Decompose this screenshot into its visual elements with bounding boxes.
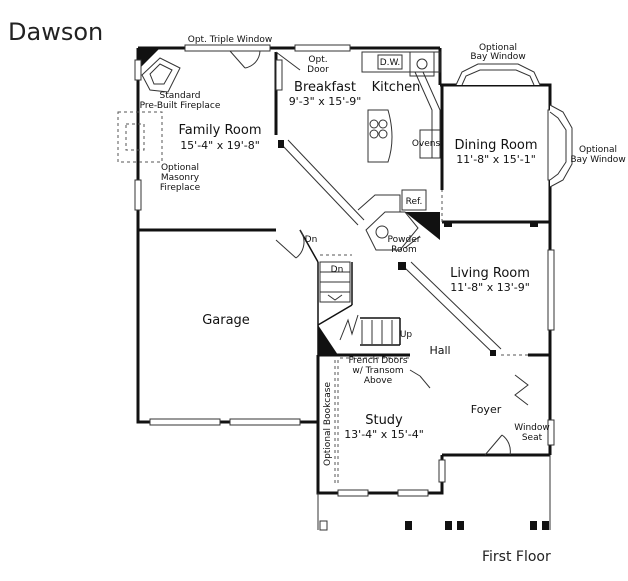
up-label: Up	[400, 330, 413, 340]
living-room-dims: 11'-8" x 13'-9"	[450, 281, 530, 294]
study-label: Study	[365, 413, 403, 428]
bay-window-top-note-2: Bay Window	[470, 52, 525, 62]
powder-room-label-1: Powder	[388, 235, 421, 245]
standard-fireplace-note-1: Standard	[160, 91, 201, 101]
powder-room-fixtures	[365, 211, 419, 251]
study-details	[334, 357, 410, 485]
plan-title: Dawson	[8, 18, 104, 46]
ovens-label: Ovens	[412, 139, 441, 149]
porch	[317, 455, 551, 531]
bay-windows	[455, 63, 573, 188]
powder-room-label-2: Room	[391, 245, 417, 255]
dining-room-dims: 11'-8" x 15'-1"	[456, 153, 536, 166]
diagonal-walls	[281, 139, 528, 356]
hall-label: Hall	[429, 344, 450, 357]
kitchen-label: Kitchen	[372, 80, 421, 95]
bay-window-right-note-1: Optional	[579, 145, 617, 155]
room-labels: Family Room 15'-4" x 19'-8" Breakfast 9'…	[179, 80, 538, 441]
opt-triple-window-note: Opt. Triple Window	[188, 35, 273, 45]
dishwasher-label: D.W.	[380, 58, 401, 68]
structural-fills	[138, 48, 538, 356]
family-room-dims: 15'-4" x 19'-8"	[180, 139, 260, 152]
fireplaces	[117, 57, 181, 163]
foyer-label: Foyer	[471, 403, 502, 416]
breakfast-dims: 9'-3" x 15'-9"	[289, 95, 362, 108]
optional-masonry-note-2: Masonry	[161, 173, 200, 183]
kitchen-fixtures	[357, 51, 441, 212]
window-seat-note-2: Seat	[522, 433, 543, 443]
optional-masonry-note-1: Optional	[161, 163, 199, 173]
family-room-label: Family Room	[179, 123, 262, 138]
optional-masonry-note-3: Fireplace	[160, 183, 201, 193]
standard-fireplace-note-2: Pre-Built Fireplace	[140, 101, 221, 111]
french-doors-note-1: French Doors	[348, 356, 407, 366]
french-doors-note-3: Above	[364, 376, 393, 386]
down-label-garage: Dn	[305, 235, 318, 245]
doors	[229, 50, 529, 456]
french-doors-note-2: w/ Transom	[352, 366, 403, 376]
opt-door-note-2: Door	[307, 65, 329, 75]
opt-door-note-1: Opt.	[308, 55, 327, 65]
dining-room-label: Dining Room	[454, 138, 537, 153]
stairs	[319, 254, 393, 344]
garage-label: Garage	[202, 313, 250, 328]
bay-window-right-note-2: Bay Window	[570, 155, 625, 165]
floor-label: First Floor	[482, 549, 551, 565]
optional-bookcase-note: Optional Bookcase	[323, 382, 333, 466]
refrigerator-label: Ref.	[406, 197, 423, 207]
annotation-labels: Opt. Triple Window Standard Pre-Built Fi…	[140, 35, 626, 466]
bay-window-top-note-1: Optional	[479, 43, 517, 53]
breakfast-label: Breakfast	[294, 80, 356, 95]
living-room-label: Living Room	[450, 266, 530, 281]
down-label-stairs: Dn	[331, 265, 344, 275]
window-seat-note-1: Window	[514, 423, 550, 433]
study-dims: 13'-4" x 15'-4"	[344, 428, 424, 441]
